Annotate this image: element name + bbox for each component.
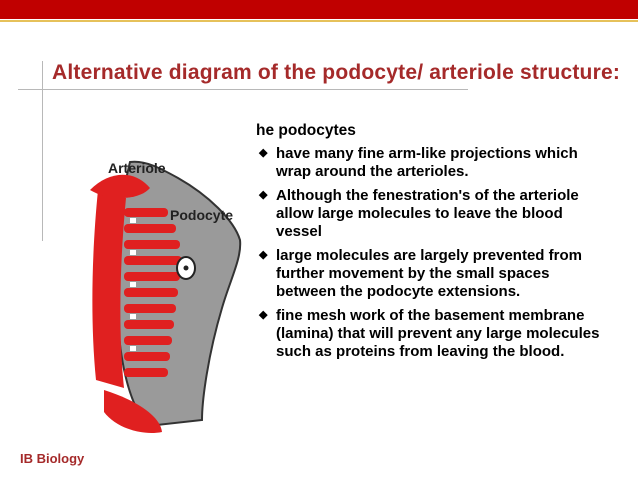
arteriole-bottom-end xyxy=(104,390,162,434)
filtration-slits xyxy=(130,218,136,351)
slide-title: Alternative diagram of the podocyte/ art… xyxy=(52,61,621,84)
bullet-item: ◆ fine mesh work of the basement membran… xyxy=(256,307,606,361)
arteriole-blood xyxy=(92,190,126,388)
bullet-text: Although the fenestration's of the arter… xyxy=(276,187,579,240)
bullet-item: ◆ have many fine arm-like projections wh… xyxy=(256,145,606,181)
arteriole-label: Arteriole xyxy=(108,160,166,176)
subheading: he podocytes xyxy=(256,122,356,139)
bullet-item: ◆ Although the fenestration's of the art… xyxy=(256,187,606,241)
top-gold-rule xyxy=(0,20,638,22)
title-vertical-rule xyxy=(42,61,43,241)
podocyte-label: Podocyte xyxy=(170,207,234,223)
bullet-item: ◆ large molecules are largely prevented … xyxy=(256,247,606,301)
diamond-bullet-icon: ◆ xyxy=(259,189,268,201)
podocyte-projections xyxy=(124,208,182,377)
bullet-text: have many fine arm-like projections whic… xyxy=(276,145,578,180)
title-horizontal-rule xyxy=(18,89,468,90)
podocyte-arteriole-diagram xyxy=(90,160,242,434)
diamond-bullet-icon: ◆ xyxy=(259,309,268,321)
footer-label: IB Biology xyxy=(20,451,85,466)
arteriole-top-end xyxy=(90,174,150,199)
bullet-text: fine mesh work of the basement membrane … xyxy=(276,307,600,360)
diamond-bullet-icon: ◆ xyxy=(259,249,268,261)
bullet-list: ◆ have many fine arm-like projections wh… xyxy=(256,145,606,367)
diamond-bullet-icon: ◆ xyxy=(259,147,268,159)
bullet-text: large molecules are largely prevented fr… xyxy=(276,247,582,300)
top-red-band xyxy=(0,0,638,19)
